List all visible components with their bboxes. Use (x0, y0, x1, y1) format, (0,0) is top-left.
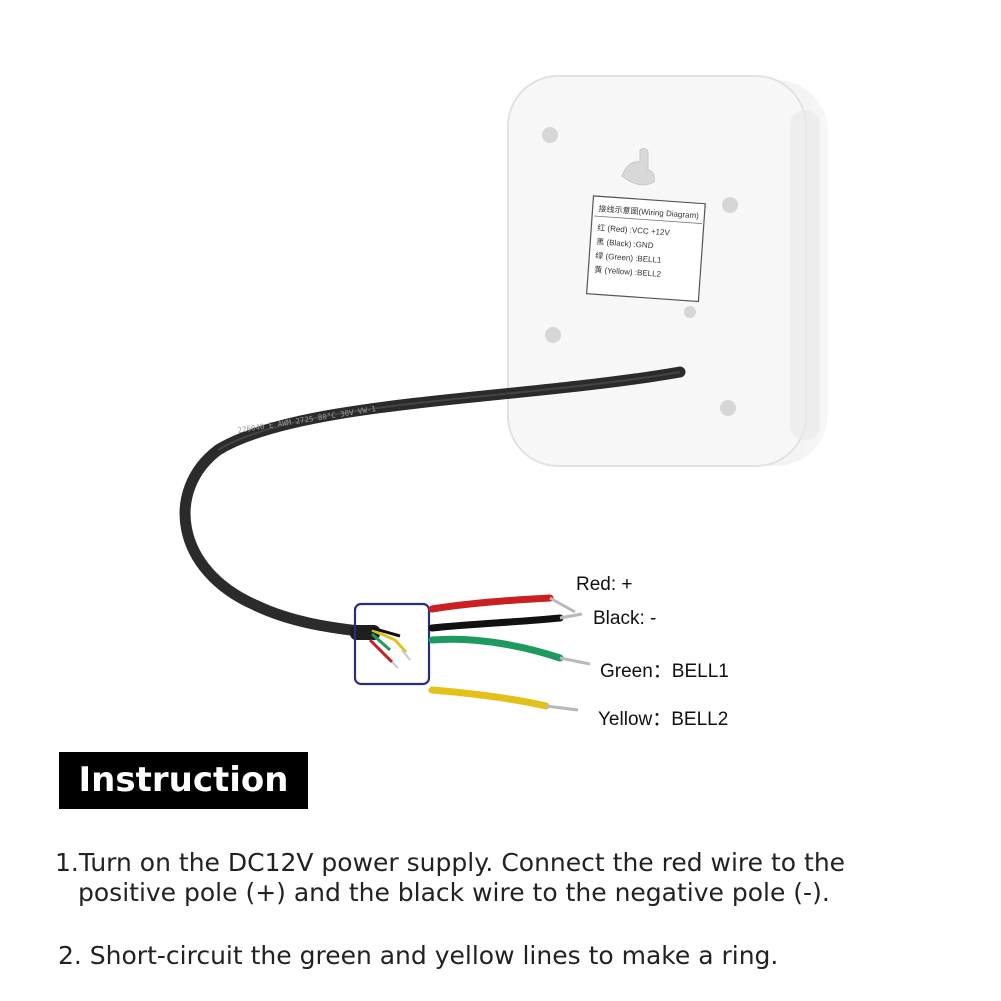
cable-print: 226040 E AWM 2725 80°C 30V VW-1 (237, 404, 377, 435)
instruction-step-1-line-1: 1.Turn on the DC12V power supply. Connec… (55, 848, 846, 877)
screw-hole (720, 400, 736, 416)
wire-highlight-box (353, 602, 431, 686)
black-wire (428, 614, 564, 632)
wiring-label-row: 黑 (Black) :GND (596, 237, 654, 250)
screw-hole (542, 127, 558, 143)
wiring-label-sticker: 接线示意图(Wiring Diagram) 红 (Red) :VCC +12V … (586, 195, 706, 303)
green-wire (428, 635, 564, 662)
exposed-wire-ends (368, 626, 411, 669)
red-wire-label: Red: + (576, 574, 633, 595)
red-wire (428, 594, 554, 613)
yellow-wire (428, 686, 550, 710)
wiring-label-row: 黄 (Yellow) :BELL2 (594, 264, 662, 279)
instruction-heading: Instruction (59, 752, 308, 809)
wiring-figure: 接线示意图(Wiring Diagram) 红 (Red) :VCC +12V … (179, 75, 828, 712)
screw-hole (545, 327, 561, 343)
green-wire-label: Green：BELL1 (600, 661, 729, 682)
screw-hole (684, 306, 696, 318)
screw-hole (722, 197, 738, 213)
instruction-step-2: 2. Short-circuit the green and yellow li… (58, 941, 779, 970)
yellow-wire-label: Yellow：BELL2 (598, 709, 729, 730)
black-wire-label: Black: - (593, 608, 657, 629)
keyhole-icon (621, 147, 655, 186)
instruction-step-1-line-2: positive pole (+) and the black wire to … (78, 878, 830, 907)
